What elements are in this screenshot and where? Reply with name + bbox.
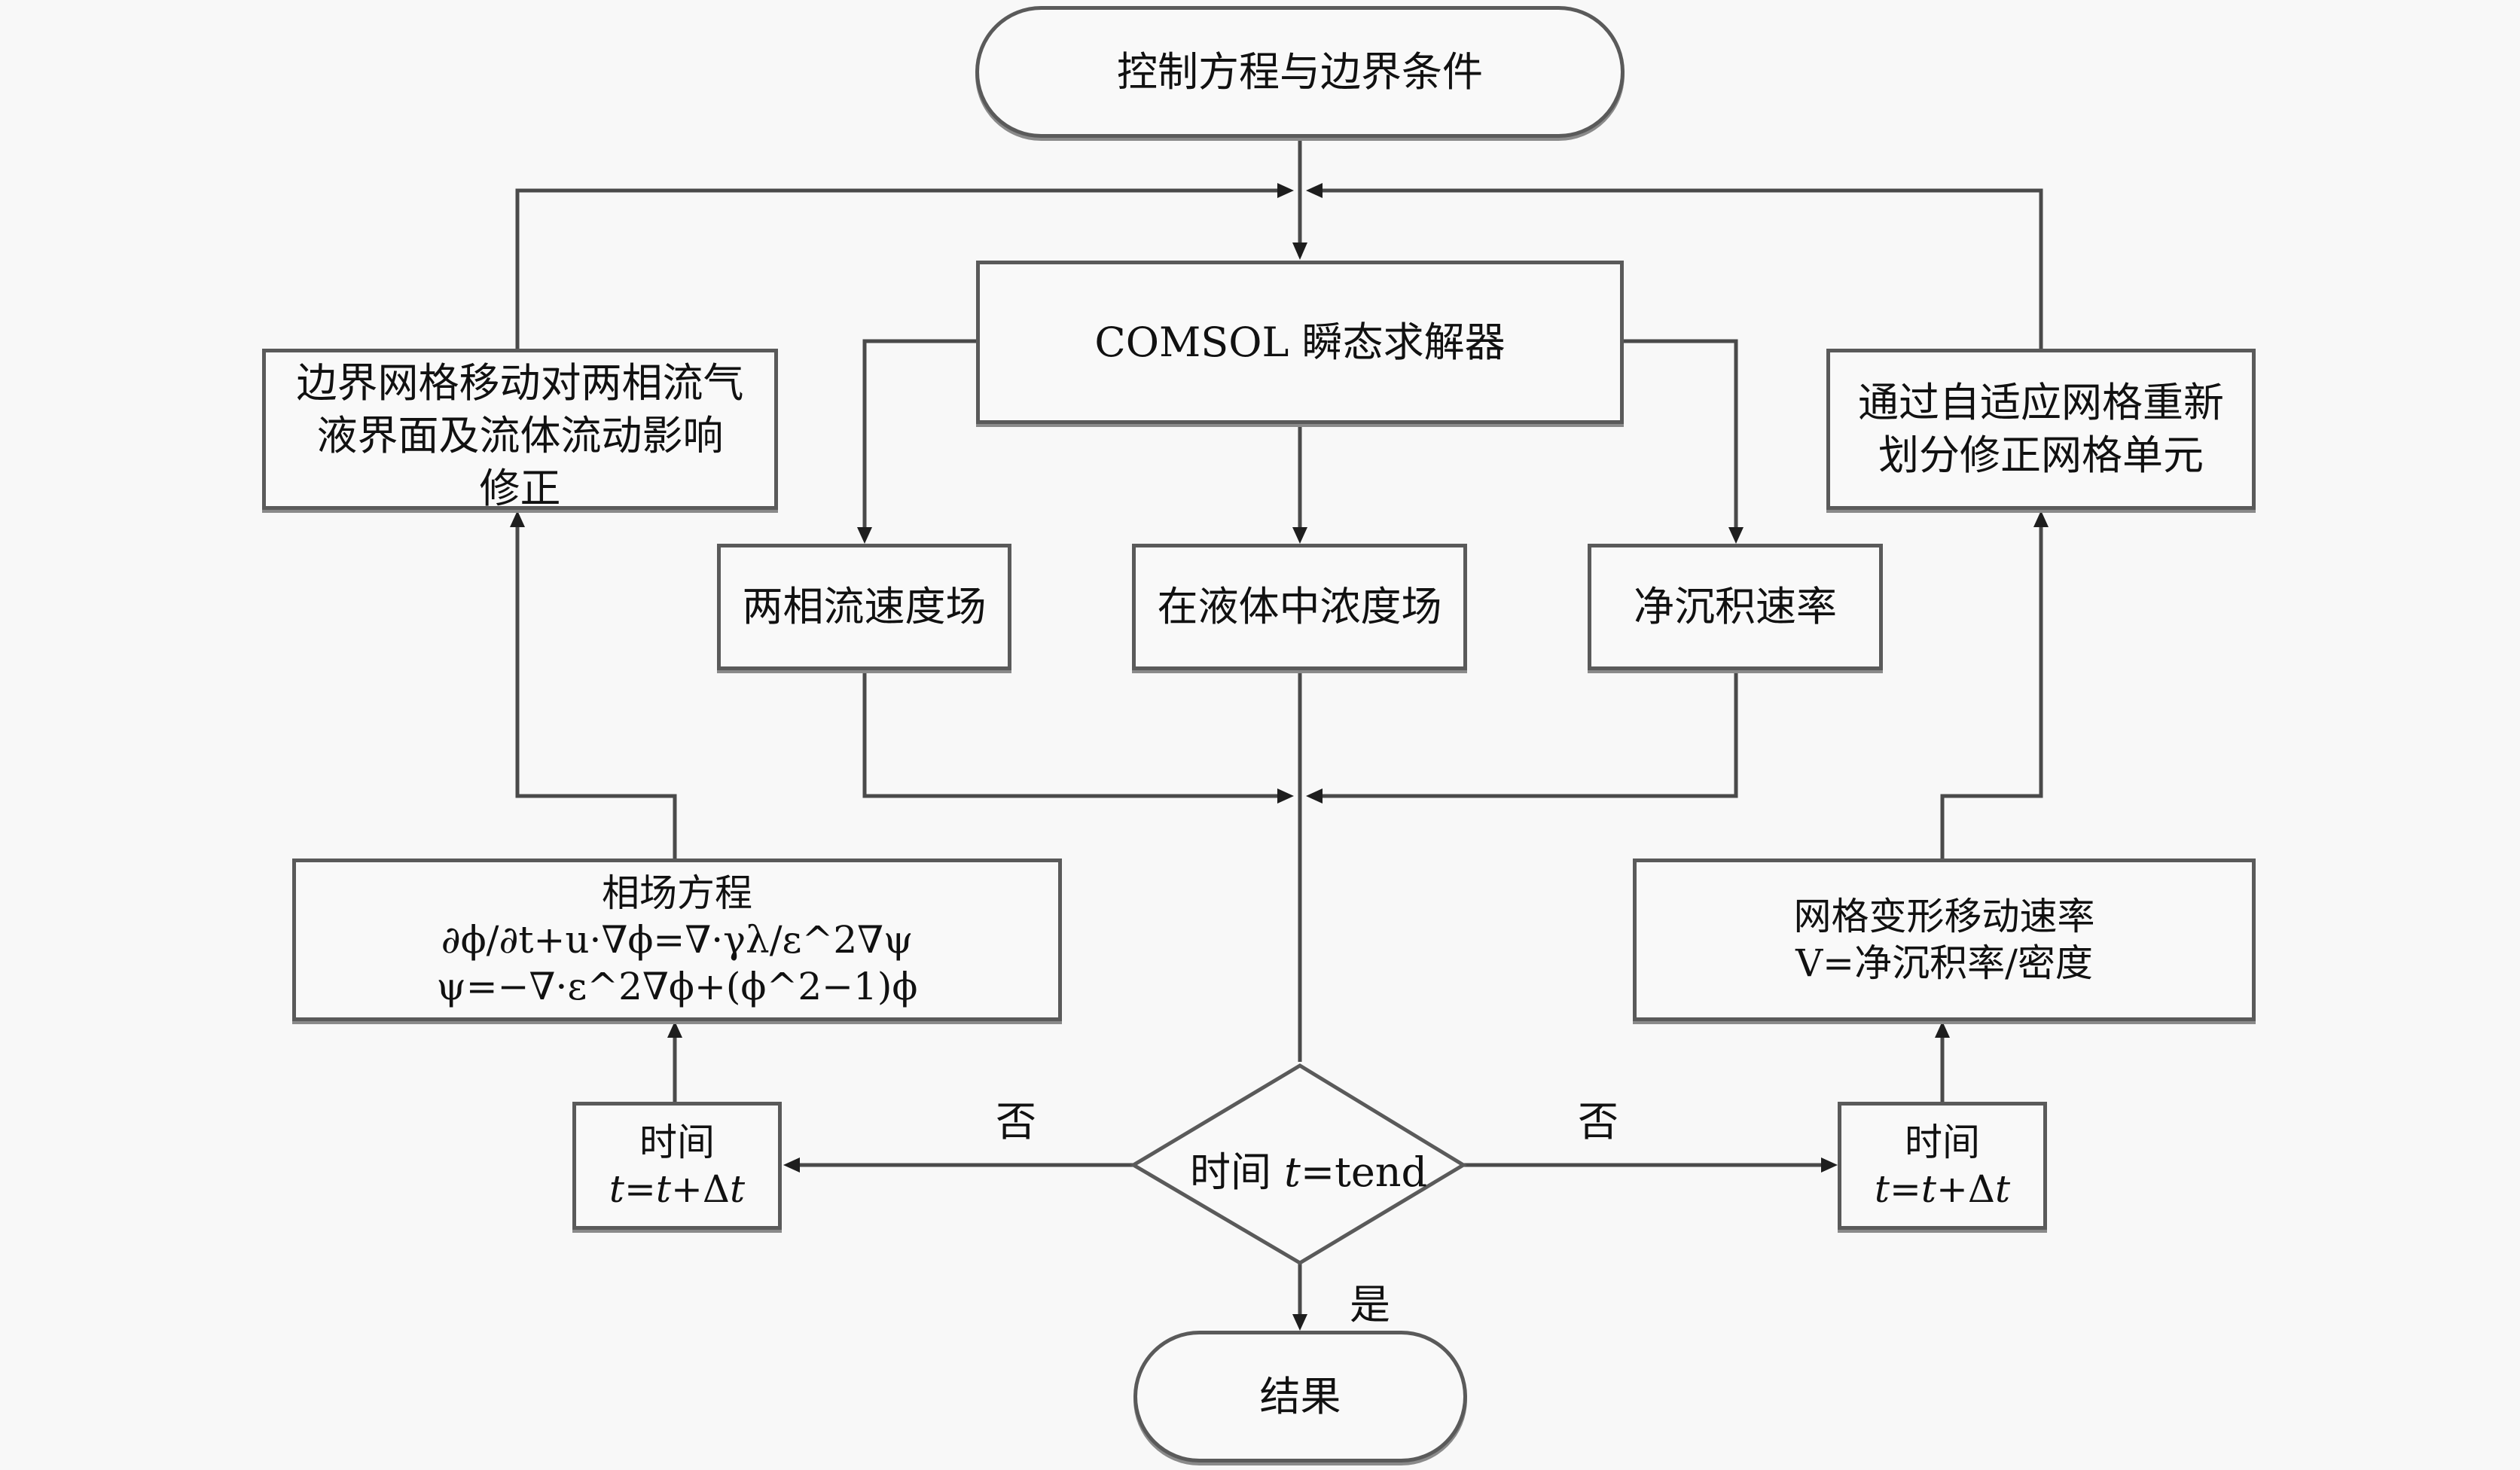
phase-field-box: 相场方程 ∂ϕ/∂t+u·∇ϕ=∇·γλ/ε^2∇ψ ψ=−∇·ε^2∇ϕ+(ϕ… (292, 859, 1062, 1021)
time-step-left-eq: t=t+Δt (609, 1167, 746, 1211)
arrowhead-merge-bottom-right (1306, 788, 1323, 804)
start-terminal: 控制方程与边界条件 (975, 6, 1625, 138)
connector-solver-field1 (862, 339, 976, 539)
time-step-right-eq: t=t+Δt (1874, 1167, 2011, 1211)
left-correction-line-3: 修正 (479, 465, 561, 512)
field-box-deposition: 净沉积速率 (1588, 544, 1883, 670)
mesh-velocity-eq: V=净沉积率/密度 (1795, 941, 2093, 985)
arrowhead-merge-top-left (1277, 183, 1294, 198)
solver-label: COMSOL 瞬态求解器 (1094, 318, 1506, 366)
arrowhead-phase (667, 1021, 682, 1038)
solver-box: COMSOL 瞬态求解器 (976, 261, 1624, 424)
connector-phase-leftcorr (515, 515, 677, 859)
end-terminal: 结果 (1133, 1331, 1467, 1462)
time-step-left-box: 时间 t=t+Δt (572, 1102, 782, 1230)
no-left-label: 否 (996, 1098, 1036, 1145)
arrowhead-merge-top-right (1306, 183, 1323, 198)
arrowhead-merge-bottom-left (1277, 788, 1294, 804)
time-step-left-label: 时间 (639, 1121, 715, 1164)
field-box-concentration: 在液体中浓度场 (1132, 544, 1467, 670)
arrowhead-left-time (783, 1157, 800, 1173)
arrowhead-field1 (857, 527, 872, 544)
field-label-deposition: 净沉积速率 (1634, 583, 1837, 630)
decision-diamond (1130, 1063, 1467, 1265)
right-correction-line-1: 通过自适应网格重新 (1858, 379, 2224, 426)
decision-label: 时间 t=tend (1190, 1148, 1428, 1196)
arrowhead-right-time (1821, 1157, 1838, 1173)
arrowhead-solver (1292, 242, 1307, 260)
no-right-label: 否 (1578, 1098, 1618, 1145)
left-correction-line-2: 液界面及流体流动影响 (316, 412, 724, 459)
arrowhead-field3 (1728, 527, 1744, 544)
arrowhead-end (1292, 1314, 1307, 1331)
field-box-velocity: 两相流速度场 (717, 544, 1011, 670)
start-label: 控制方程与边界条件 (1117, 47, 1483, 96)
connector-solver-field3 (1624, 339, 1738, 539)
arrowhead-rightcorr (2033, 511, 2049, 527)
time-step-right-box: 时间 t=t+Δt (1838, 1102, 2047, 1230)
field-label-velocity: 两相流速度场 (742, 583, 987, 630)
mesh-velocity-title: 网格变形移动速率 (1793, 895, 2095, 938)
connector-left-loop-top (515, 188, 1289, 349)
mesh-velocity-box: 网格变形移动速率 V=净沉积率/密度 (1633, 859, 2256, 1021)
left-correction-box: 边界网格移动对两相流气 液界面及流体流动影响 修正 (262, 349, 778, 512)
phase-field-eq1: ∂ϕ/∂t+u·∇ϕ=∇·γλ/ε^2∇ψ (441, 918, 914, 962)
right-correction-line-2: 划分修正网格单元 (1878, 432, 2204, 479)
connector-field3-merge (1310, 670, 1738, 798)
end-label: 结果 (1259, 1372, 1341, 1420)
phase-field-title: 相场方程 (602, 871, 752, 915)
time-step-right-label: 时间 (1905, 1121, 1980, 1164)
phase-field-eq2: ψ=−∇·ε^2∇ϕ+(ϕ^2−1)ϕ (436, 965, 918, 1008)
yes-label: 是 (1350, 1281, 1390, 1328)
connector-right-loop-top (1310, 188, 2043, 349)
field-label-concentration: 在液体中浓度场 (1157, 583, 1442, 630)
connector-field1-merge (862, 670, 1289, 798)
arrowhead-leftcorr (510, 511, 525, 527)
arrowhead-mesh (1935, 1021, 1950, 1038)
connector-mesh-rightcorr (1940, 515, 2043, 859)
arrowhead-field2 (1292, 527, 1307, 544)
right-correction-box: 通过自适应网格重新 划分修正网格单元 (1826, 349, 2256, 510)
left-correction-line-1: 边界网格移动对两相流气 (296, 359, 744, 407)
